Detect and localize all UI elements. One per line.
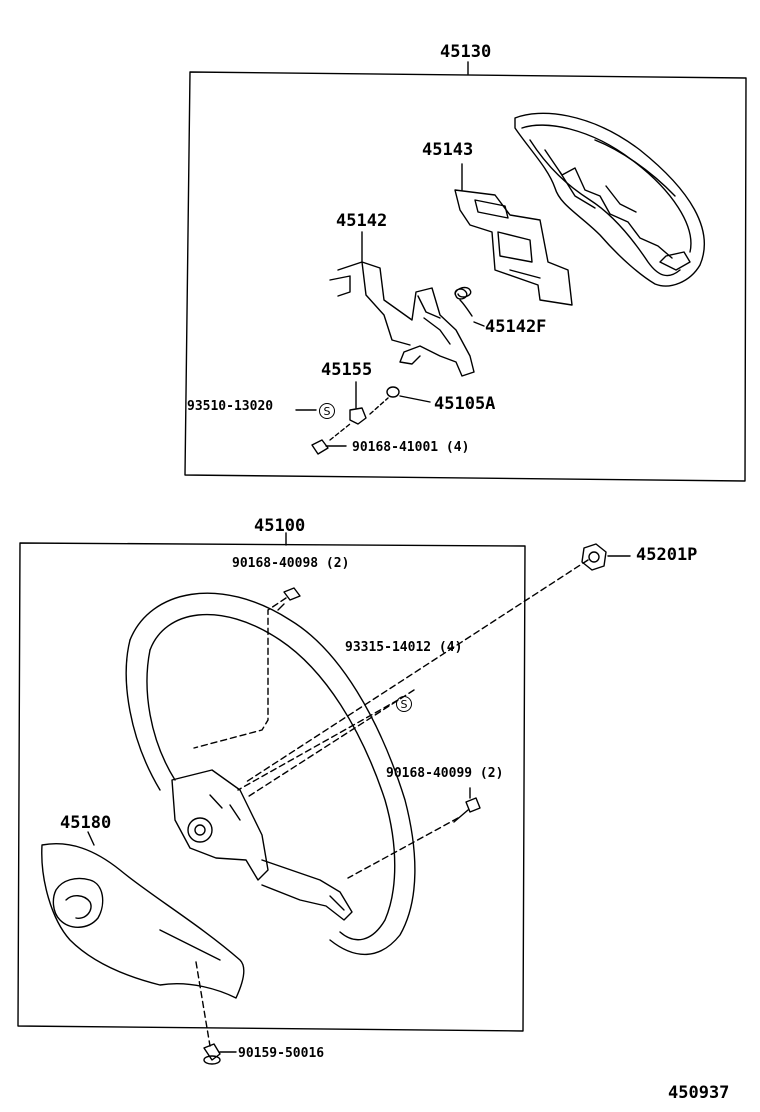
label-45180: 45180 [60,813,112,833]
spring-45142F [454,286,485,327]
nut-45201P [581,543,631,571]
label-45100: 45100 [254,516,306,536]
label-93510-13020: 93510-13020 [187,399,274,414]
screw-90159-50016 [203,1043,237,1065]
dashed-leaders [193,559,589,1047]
label-90168-40099: 90168-40099 (2) [386,766,504,781]
pad-assembly-frame [184,61,747,482]
label-45143: 45143 [422,140,474,160]
label-90168-40098: 90168-40098 (2) [232,556,350,571]
small-hardware-upper [295,381,431,455]
label-93315-14012: 93315-14012 (4) [345,640,463,655]
label-45105A: 45105A [434,394,496,414]
cover-45180 [41,831,245,999]
screw-90168-40098 [277,587,301,611]
label-45142: 45142 [336,211,388,231]
label-45130: 45130 [440,42,492,62]
label-45142F: 45142F [485,317,547,337]
steering-wheel-hub [171,769,353,921]
plate-45143 [454,163,573,306]
bracket-45142 [329,231,475,377]
diagram-id: 450937 [668,1083,730,1103]
wheel-assembly-frame [17,532,526,1032]
label-45155: 45155 [321,360,373,380]
label-90168-41001: 90168-41001 (4) [352,440,470,455]
steering-wheel-rim [125,592,416,956]
label-45201P: 45201P [636,545,698,565]
label-90159-50016: 90159-50016 [238,1046,325,1061]
horn-pad-cover [514,112,705,287]
screw-90168-40099 [453,787,481,823]
s-mark-lower: S [396,696,412,712]
s-mark-upper: S [319,403,335,419]
